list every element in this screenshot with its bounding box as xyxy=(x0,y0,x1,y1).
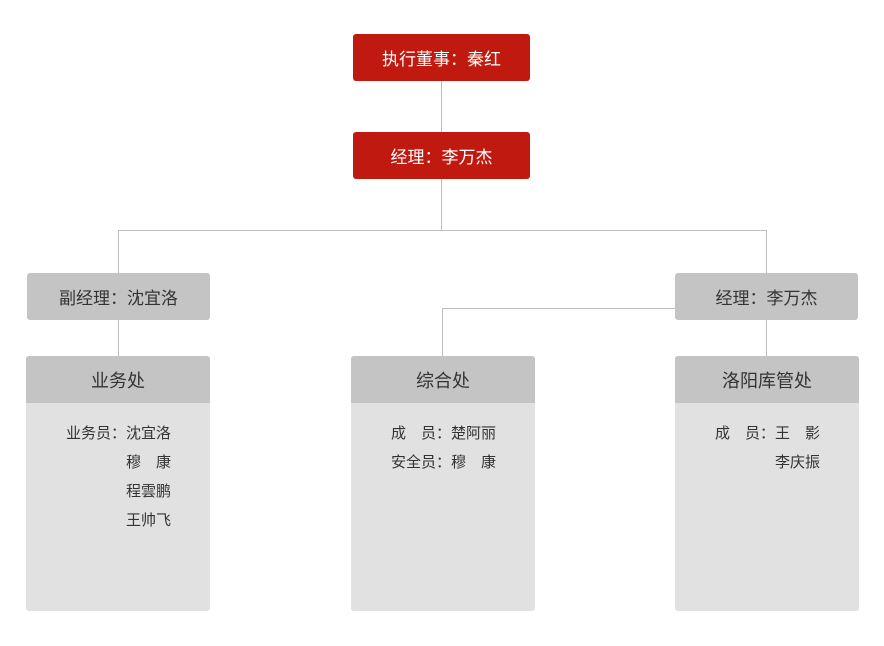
department-panel-general: 综合处 成 员： 楚阿丽 安全员： 穆 康 xyxy=(351,356,535,611)
member-name: 程雲鹏 xyxy=(126,482,172,500)
member-role xyxy=(62,506,126,535)
connector-manager-branch xyxy=(441,179,442,231)
connector-horizontal-branch xyxy=(118,230,767,231)
right-manager-box: 经理：李万杰 xyxy=(675,273,858,320)
member-name: 王帅飞 xyxy=(126,511,172,529)
connector-right-down xyxy=(766,230,767,273)
deputy-manager-label: 副经理：沈宜洛 xyxy=(59,289,178,309)
department-panel-luoyang-warehouse: 洛阳库管处 成 员： 王 影 李庆振 xyxy=(675,356,859,611)
member-name: 沈宜洛 xyxy=(126,424,172,442)
member-name: 王 影 xyxy=(775,424,821,442)
member-row: 成 员： 楚阿丽 xyxy=(387,419,496,448)
member-name: 穆 康 xyxy=(126,453,172,471)
department-title: 业务处 xyxy=(26,356,210,403)
member-row: 李庆振 xyxy=(711,448,820,477)
manager-box: 经理：李万杰 xyxy=(353,132,530,179)
department-title: 综合处 xyxy=(351,356,535,403)
member-row: 业务员： 沈宜洛 xyxy=(62,419,171,448)
member-role: 业务员： xyxy=(65,424,126,442)
member-name: 穆 康 xyxy=(451,453,497,471)
connector-left-down xyxy=(118,230,119,273)
connector-rightmgr-dept3 xyxy=(766,320,767,356)
member-row: 安全员： 穆 康 xyxy=(387,448,496,477)
right-manager-label: 经理：李万杰 xyxy=(715,289,818,309)
connector-deputy-dept1 xyxy=(118,320,119,356)
member-row: 穆 康 xyxy=(62,448,171,477)
connector-rightmgr-horizontal xyxy=(442,308,676,309)
connector-rightmgr-dept2 xyxy=(442,308,443,356)
member-role xyxy=(711,448,775,477)
member-list: 成 员： 王 影 李庆振 xyxy=(711,419,820,477)
member-name: 李庆振 xyxy=(775,453,821,471)
connector-exec-manager xyxy=(441,81,442,132)
member-row: 王帅飞 xyxy=(62,506,171,535)
member-name: 楚阿丽 xyxy=(451,424,497,442)
member-list: 业务员： 沈宜洛 穆 康 程雲鹏 王帅飞 xyxy=(62,419,171,535)
member-role: 成 员： xyxy=(714,424,775,442)
department-panel-business: 业务处 业务员： 沈宜洛 穆 康 程雲鹏 王帅飞 xyxy=(26,356,210,611)
member-row: 成 员： 王 影 xyxy=(711,419,820,448)
member-role xyxy=(62,477,126,506)
member-role: 安全员： xyxy=(390,453,451,471)
deputy-manager-box: 副经理：沈宜洛 xyxy=(27,273,210,320)
member-row: 程雲鹏 xyxy=(62,477,171,506)
manager-label: 经理：李万杰 xyxy=(390,148,493,168)
executive-director-box: 执行董事：秦红 xyxy=(353,34,530,81)
member-role xyxy=(62,448,126,477)
member-role: 成 员： xyxy=(390,424,451,442)
member-list: 成 员： 楚阿丽 安全员： 穆 康 xyxy=(387,419,496,477)
executive-director-label: 执行董事：秦红 xyxy=(382,50,501,70)
department-title: 洛阳库管处 xyxy=(675,356,859,403)
